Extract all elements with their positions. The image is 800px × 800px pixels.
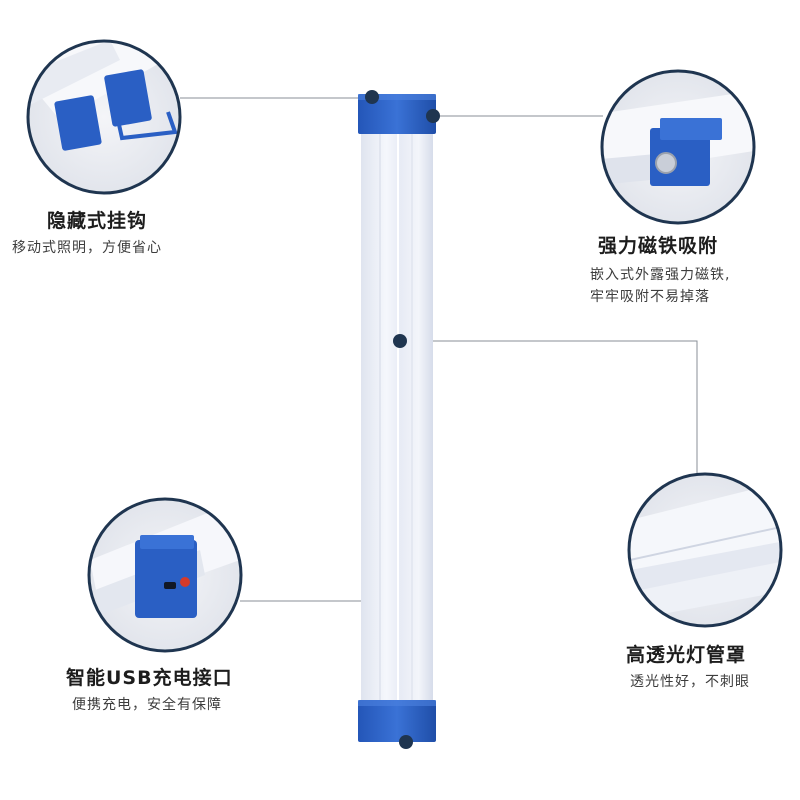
bottom-cap [358, 700, 436, 742]
marker-dots [365, 90, 440, 749]
marker-dot-cover [393, 334, 407, 348]
feature-usb-title: 智能USB充电接口 [66, 667, 233, 689]
callout-line-cover [400, 340, 698, 475]
feature-magnet-title: 强力磁铁吸附 [598, 235, 719, 257]
marker-dot-magnet [426, 109, 440, 123]
feature-cover-desc: 透光性好，不刺眼 [630, 674, 750, 690]
marker-dot-usb [399, 735, 413, 749]
marker-dot-hook [365, 90, 379, 104]
feature-magnet-desc-line2: 牢牢吸附不易掉落 [590, 289, 710, 305]
feature-usb-desc: 便携充电，安全有保障 [72, 697, 222, 713]
detail-circle-usb [87, 497, 243, 653]
detail-circle-magnet [600, 69, 756, 225]
feature-magnet: 强力磁铁吸附 嵌入式外露强力磁铁, 牢牢吸附不易掉落 [590, 231, 730, 308]
feature-hook: 隐藏式挂钩 移动式照明，方便省心 [12, 206, 162, 259]
top-cap [358, 94, 436, 134]
detail-circle-cover [627, 472, 783, 628]
feature-magnet-desc-line1: 嵌入式外露强力磁铁, [590, 267, 731, 283]
light-tube [358, 94, 436, 742]
detail-circle-hook [26, 39, 182, 195]
feature-cover-title: 高透光灯管罩 [626, 644, 747, 666]
feature-hook-desc: 移动式照明，方便省心 [12, 240, 162, 256]
feature-cover: 高透光灯管罩 透光性好，不刺眼 [626, 640, 750, 693]
feature-hook-title: 隐藏式挂钩 [47, 210, 148, 232]
feature-usb: 智能USB充电接口 便携充电，安全有保障 [66, 663, 233, 716]
